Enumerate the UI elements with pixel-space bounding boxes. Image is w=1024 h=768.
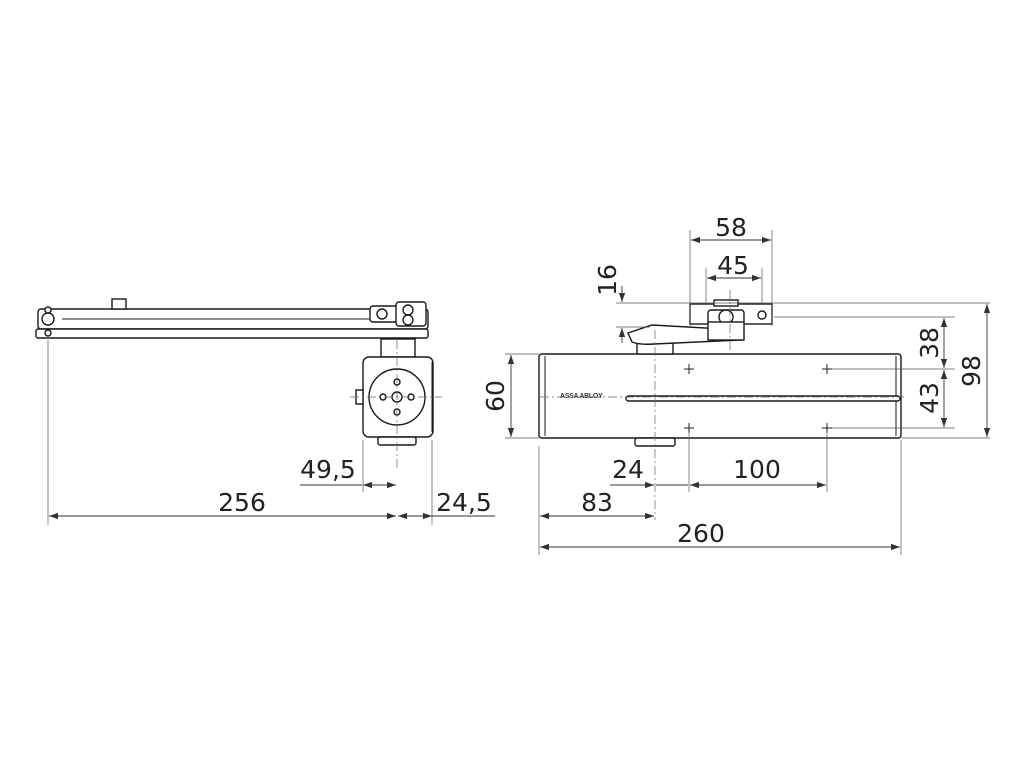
- dim-hole-spacing-label: 100: [733, 455, 781, 484]
- dim-arm-seat-width-label: 58: [715, 213, 747, 242]
- side-view: 49,5 256 24,5: [35, 298, 495, 525]
- dim-body-length-label: 260: [677, 519, 725, 548]
- dim-body-height-label: 60: [481, 380, 510, 412]
- dim-offset-label: 49,5: [300, 455, 356, 484]
- brand-logo: ASSA ABLOY: [560, 393, 603, 400]
- dim-total-height-label: 98: [957, 355, 986, 387]
- dim-lower-offset-label: 43: [915, 382, 944, 414]
- dim-pivot-offset-label: 24: [612, 455, 644, 484]
- dim-arm-offset-label: 16: [593, 264, 622, 296]
- dim-arm-seat-inner-label: 45: [717, 251, 749, 280]
- dim-pivot-from-left-label: 83: [581, 488, 613, 517]
- mounting-hole-marks: [684, 364, 832, 433]
- dim-total-length-label: 256: [218, 488, 266, 517]
- dim-bracket-width-label: 24,5: [436, 488, 492, 517]
- front-view: ASSA ABLOY: [481, 213, 991, 555]
- dim-upper-offset-label: 38: [915, 327, 944, 359]
